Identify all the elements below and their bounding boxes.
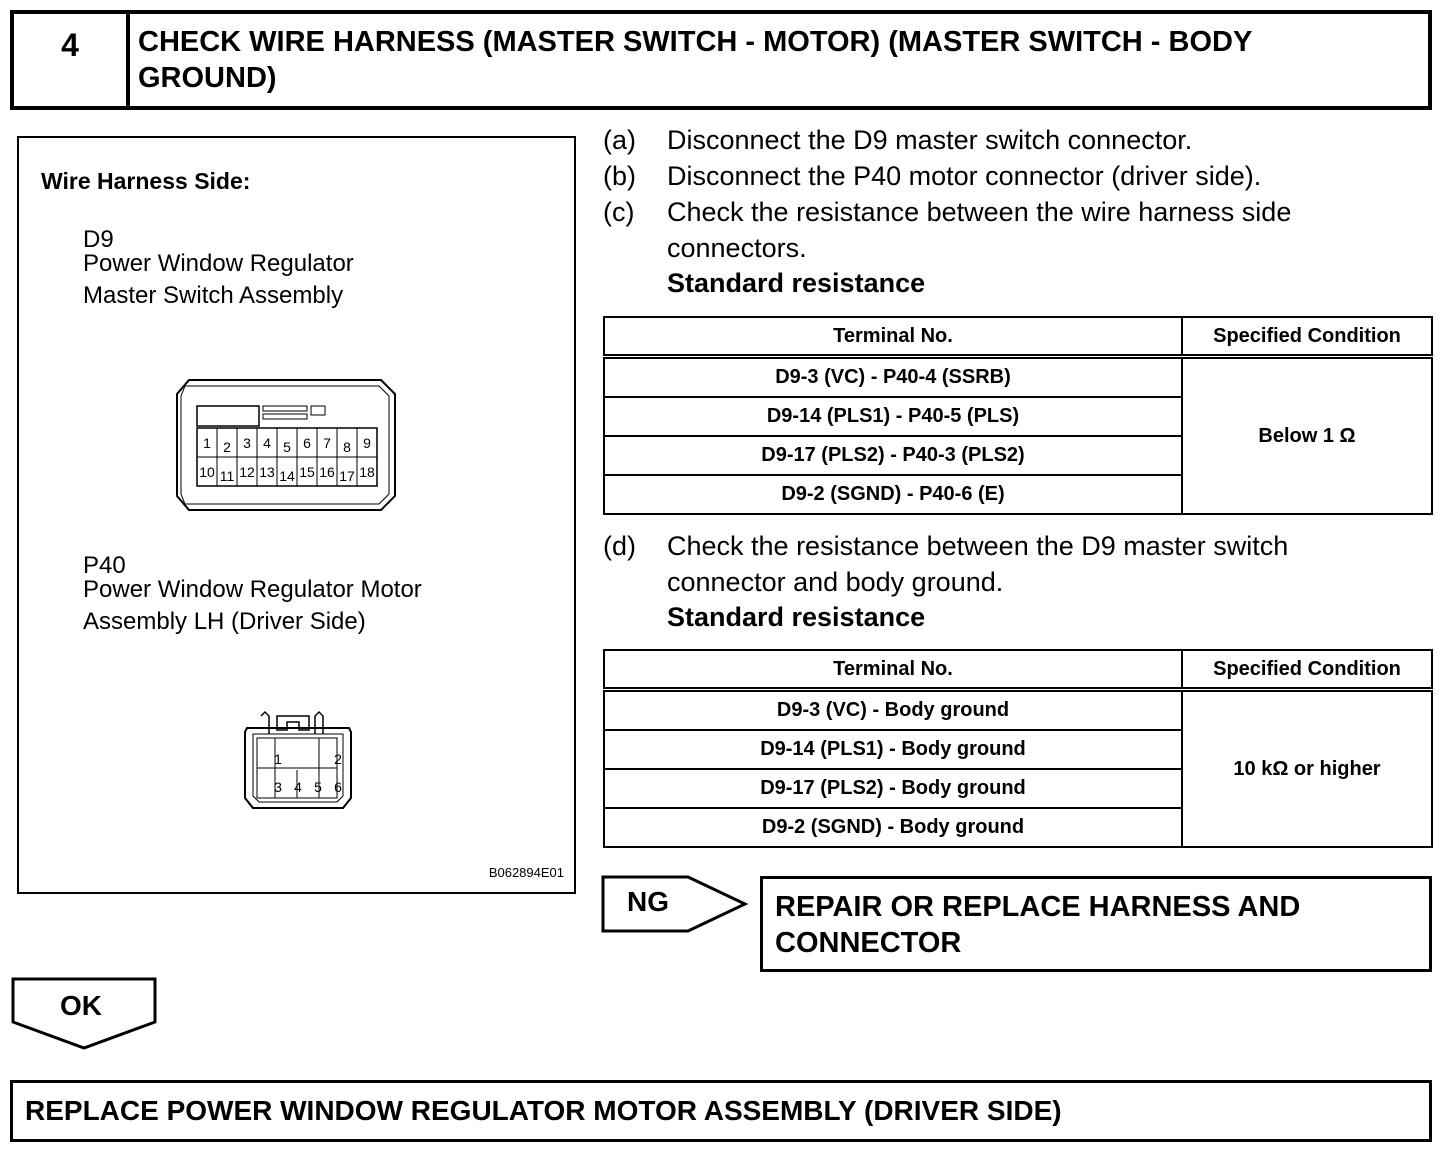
table-row: D9-17 (PLS2) - Body ground [603,768,1432,809]
ng-action-box: REPAIR OR REPLACE HARNESS AND CONNECTOR [760,876,1432,972]
ng-arrow [601,875,749,933]
step-a-letter: (a) [603,125,636,155]
d9-name-line2: Master Switch Assembly [83,282,344,309]
ng-label: NG [627,886,669,917]
table2-terminal-2: D9-14 (PLS1) - Body ground [603,729,1183,770]
d9-pin-16: 16 [319,464,335,480]
d9-pin-5: 5 [283,439,291,455]
figure-heading: Wire Harness Side: [41,168,251,194]
table-header-row: Terminal No. Specified Condition [603,316,1433,359]
step-b-text: Disconnect the P40 motor connector (driv… [667,161,1262,191]
p40-pin-2: 2 [334,751,342,767]
connector-illustration: Wire Harness Side: D9 Power Window Regul… [17,136,576,894]
p40-label-block: P40 Power Window Regulator Motor Assembl… [83,550,422,638]
step-d-letter: (d) [603,531,636,561]
d9-pin-17: 17 [339,468,355,484]
table1-terminal-3: D9-17 (PLS2) - P40-3 (PLS2) [603,435,1183,476]
p40-pin-5: 5 [314,779,322,795]
resistance-table-1: Terminal No. Specified Condition D9-3 (V… [603,316,1433,515]
p40-name-line2: Assembly LH (Driver Side) [83,608,366,635]
p40-pin-1: 1 [274,751,282,767]
step-c-text-line2: connectors. [667,233,807,263]
d9-pin-6: 6 [303,435,311,451]
standard-resistance-label-2: Standard resistance [667,602,926,632]
d9-pin-2: 2 [223,439,231,455]
d9-code: D9 [83,226,114,253]
d9-pin-1: 1 [203,435,211,451]
d9-pin-11: 11 [220,468,235,484]
table-row: D9-2 (SGND) - P40-6 (E) [603,474,1432,515]
table1-header-terminal: Terminal No. [603,316,1183,359]
step-d-text-line2: connector and body ground. [667,567,1004,597]
d9-pin-9: 9 [363,435,371,451]
d9-pin-7: 7 [323,435,331,451]
d9-pin-15: 15 [299,464,315,480]
step-header: 4 CHECK WIRE HARNESS (MASTER SWITCH - MO… [10,10,1432,110]
ok-action-box: REPLACE POWER WINDOW REGULATOR MOTOR ASS… [10,1080,1432,1142]
table-row: D9-14 (PLS1) - Body ground [603,729,1432,770]
step-title: CHECK WIRE HARNESS (MASTER SWITCH - MOTO… [138,26,1252,94]
p40-pin-4: 4 [294,779,302,795]
table-row: D9-3 (VC) - Body ground 10 kΩ or higher [603,688,1433,848]
d9-pin-10: 10 [199,464,215,480]
d9-pin-8: 8 [343,439,351,455]
table2-header-condition: Specified Condition [1181,649,1433,692]
standard-resistance-label-1: Standard resistance [667,268,926,298]
table1-terminal-4: D9-2 (SGND) - P40-6 (E) [603,474,1183,515]
ng-action-line2: CONNECTOR [775,927,962,959]
d9-pin-4: 4 [263,435,271,451]
table2-terminal-1: D9-3 (VC) - Body ground [603,688,1183,731]
d9-pin-3: 3 [243,435,251,451]
table-row: D9-2 (SGND) - Body ground [603,807,1432,848]
step-a-text: Disconnect the D9 master switch connecto… [667,125,1193,155]
step-number: 4 [14,14,130,106]
d9-name-line1: Power Window Regulator [83,250,354,277]
resistance-table-2: Terminal No. Specified Condition D9-3 (V… [603,649,1433,848]
table2-terminal-3: D9-17 (PLS2) - Body ground [603,768,1183,809]
table1-condition: Below 1 Ω [1181,355,1433,515]
step-d-text-line1: Check the resistance between the D9 mast… [667,531,1289,561]
p40-pin-6: 6 [334,779,342,795]
table-header-row: Terminal No. Specified Condition [603,649,1433,692]
table1-header-condition: Specified Condition [1181,316,1433,359]
ok-action-text: REPLACE POWER WINDOW REGULATOR MOTOR ASS… [25,1095,1062,1126]
d9-connector-diagram: 1 2 3 4 5 6 7 8 9 10 11 12 13 14 15 16 1… [176,379,396,511]
p40-pin-3: 3 [274,779,282,795]
table-row: D9-3 (VC) - P40-4 (SSRB) Below 1 Ω [603,355,1433,515]
table2-header-terminal: Terminal No. [603,649,1183,692]
step-b-letter: (b) [603,161,636,191]
figure-code: B062894E01 [488,865,564,880]
ok-arrow [11,977,157,1050]
step-c-text-line1: Check the resistance between the wire ha… [667,197,1292,227]
table1-terminal-2: D9-14 (PLS1) - P40-5 (PLS) [603,396,1183,437]
p40-code: P40 [83,552,126,579]
d9-pin-14: 14 [279,468,295,484]
table2-terminal-4: D9-2 (SGND) - Body ground [603,807,1183,848]
d9-pin-13: 13 [259,464,275,480]
table-row: D9-14 (PLS1) - P40-5 (PLS) [603,396,1432,437]
d9-pin-18: 18 [359,464,375,480]
p40-connector-diagram: 1 2 3 4 5 6 [244,710,352,809]
p40-name-line1: Power Window Regulator Motor [83,576,422,603]
ng-action-line1: REPAIR OR REPLACE HARNESS AND [775,891,1301,923]
ok-label: OK [60,990,102,1021]
d9-label-block: D9 Power Window Regulator Master Switch … [83,224,354,312]
d9-pin-12: 12 [239,464,255,480]
step-c-letter: (c) [603,197,635,227]
table2-condition: 10 kΩ or higher [1181,688,1433,848]
table-row: D9-17 (PLS2) - P40-3 (PLS2) [603,435,1432,476]
table1-terminal-1: D9-3 (VC) - P40-4 (SSRB) [603,355,1183,398]
